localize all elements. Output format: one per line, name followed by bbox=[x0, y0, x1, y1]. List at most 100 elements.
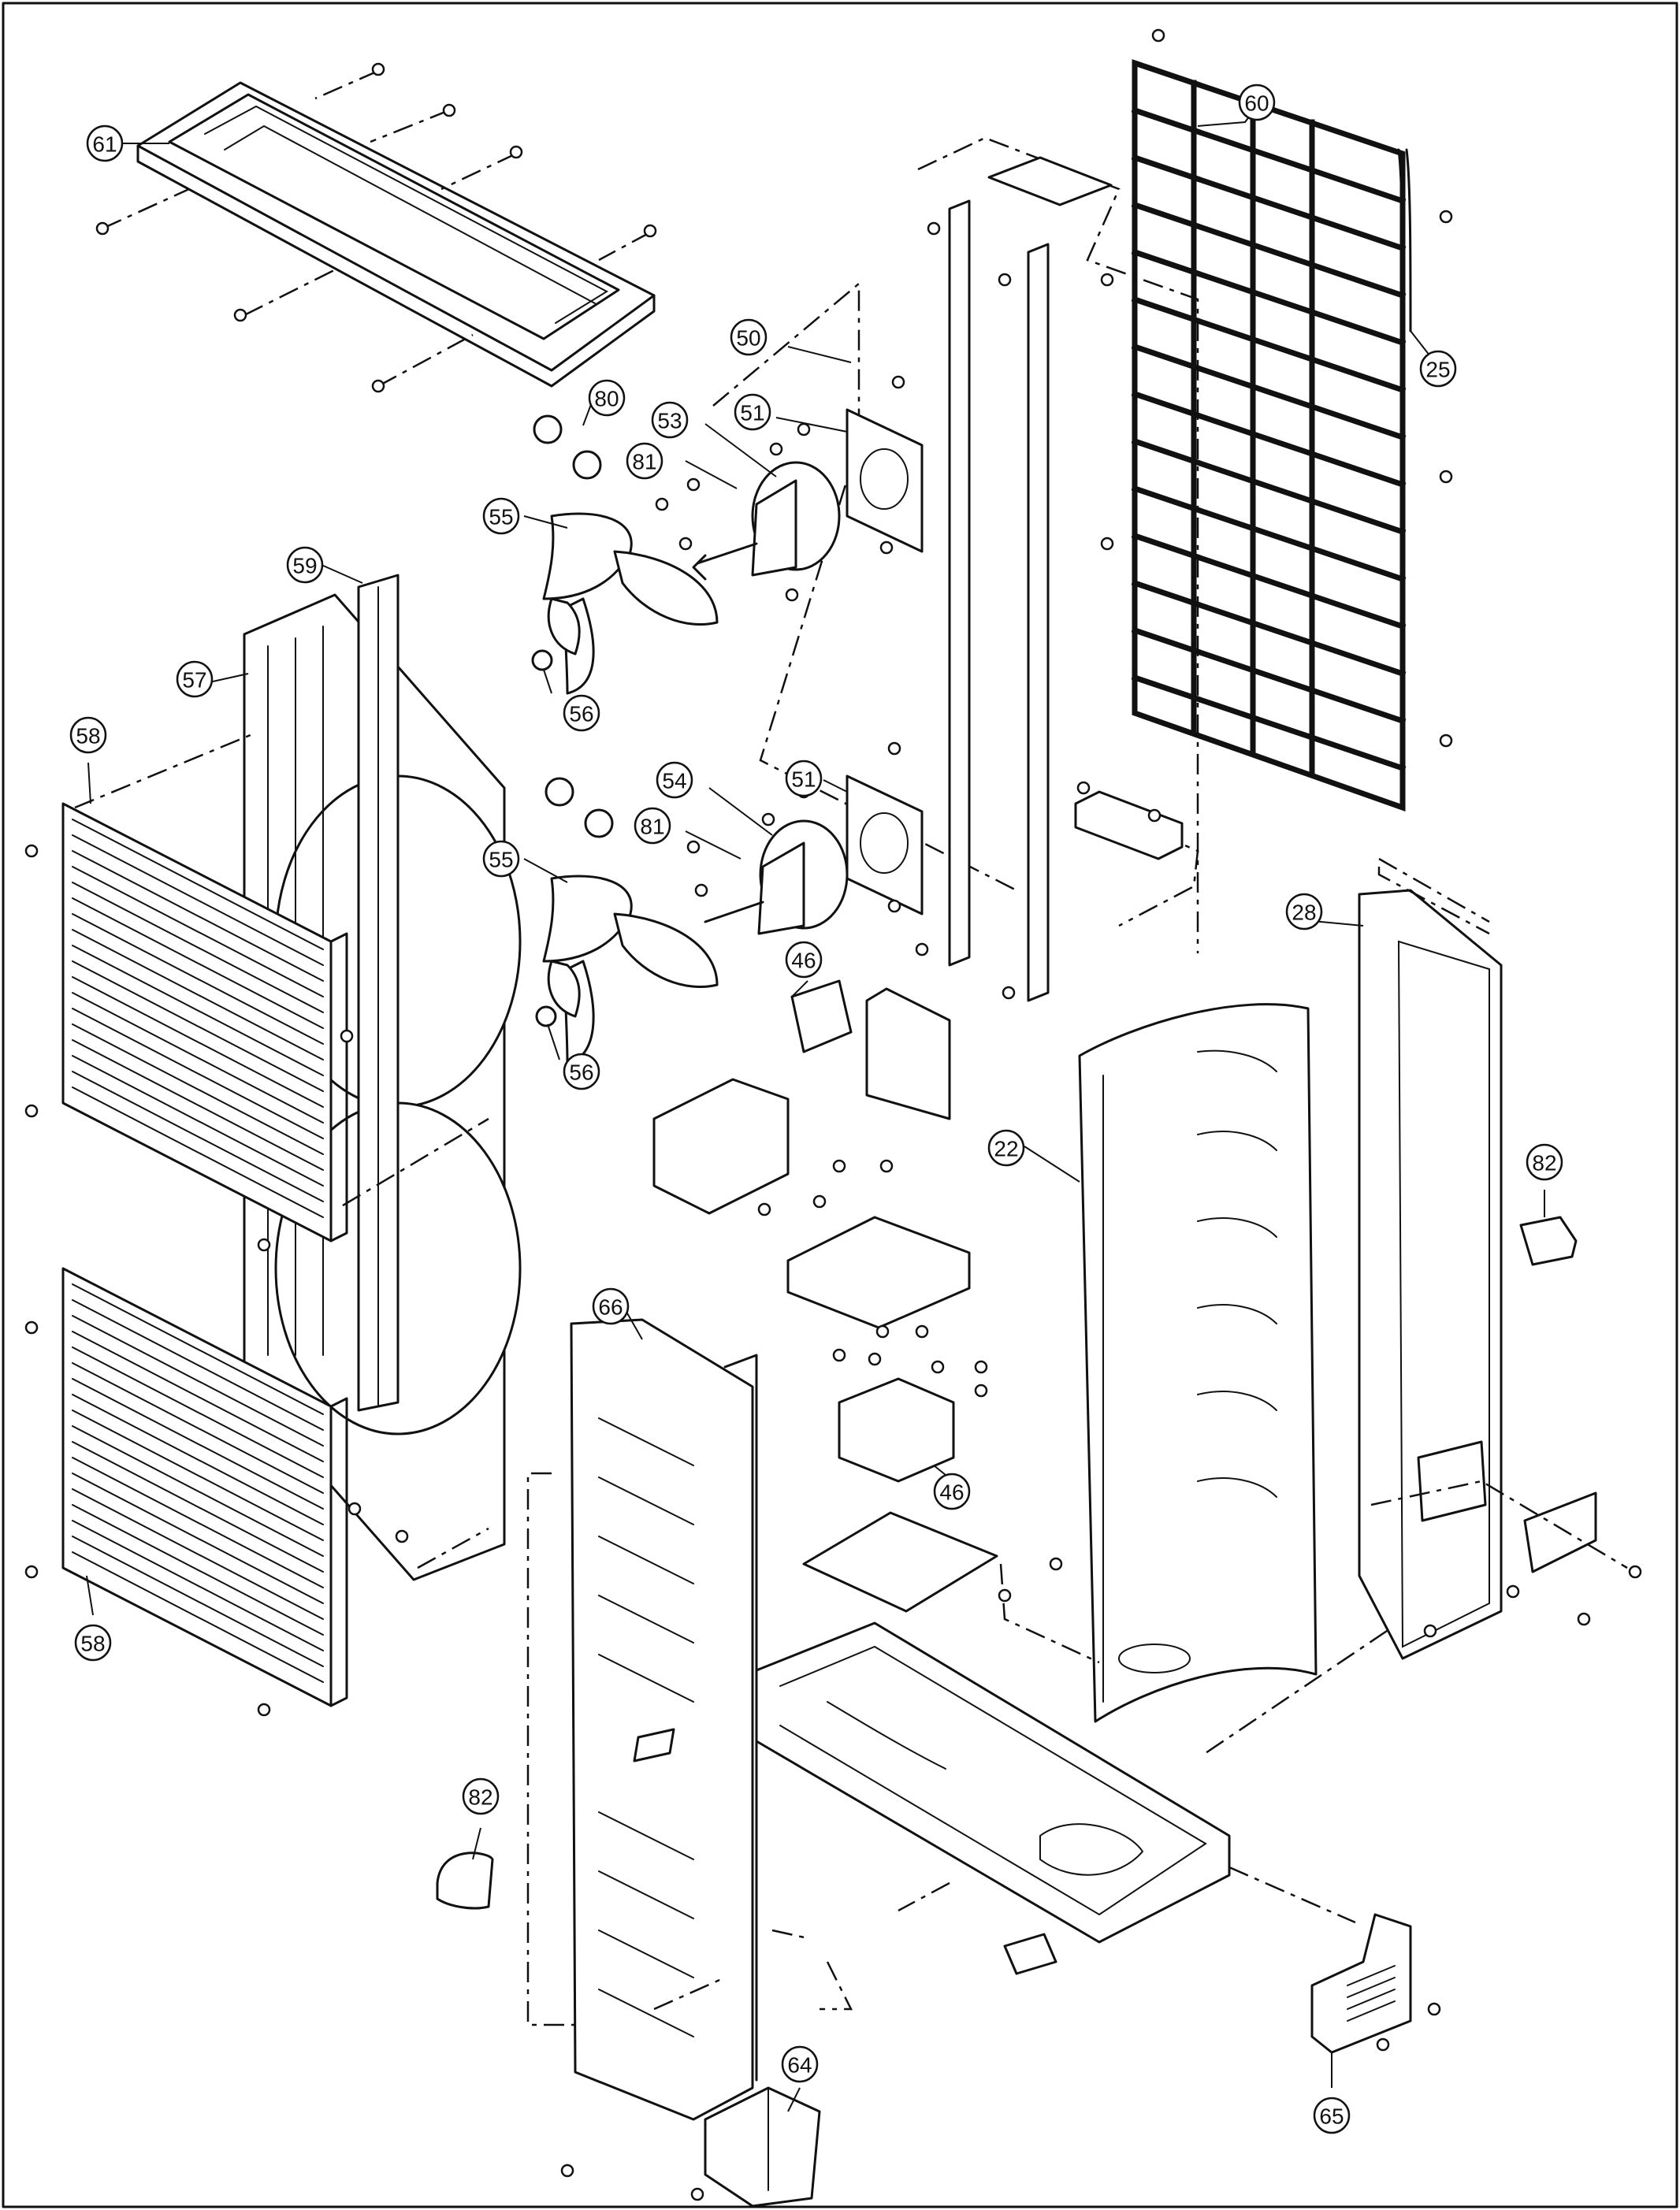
callout-circle bbox=[656, 761, 693, 799]
callout-number: 46 bbox=[939, 1480, 964, 1505]
callout-number: 61 bbox=[92, 132, 117, 157]
assembly-lines bbox=[74, 731, 1628, 2026]
callout-55: 55 bbox=[482, 840, 520, 878]
callout-64: 64 bbox=[781, 2045, 819, 2083]
callout-51: 51 bbox=[785, 760, 823, 797]
callout-circle bbox=[86, 124, 124, 162]
callout-circle bbox=[1238, 84, 1276, 121]
callout-number: 60 bbox=[1244, 91, 1269, 116]
callout-58: 58 bbox=[74, 1624, 112, 1662]
callout-60: 60 bbox=[1238, 84, 1276, 121]
propeller-fan-upper bbox=[542, 512, 719, 695]
callout-circle bbox=[781, 2045, 819, 2083]
callout-circle bbox=[734, 393, 771, 431]
callout-25: 25 bbox=[1419, 350, 1457, 388]
callout-number: 80 bbox=[594, 387, 619, 411]
callout-number: 51 bbox=[791, 767, 816, 792]
callout-leaders bbox=[86, 106, 1545, 2112]
callout-number: 51 bbox=[740, 401, 764, 425]
callout-81: 81 bbox=[634, 807, 671, 845]
service-panel-part bbox=[436, 1318, 758, 2121]
callout-circle bbox=[785, 941, 823, 979]
callout-61: 61 bbox=[86, 124, 124, 162]
callout-circle bbox=[482, 840, 520, 878]
callout-circle bbox=[462, 1777, 500, 1815]
fan-nut-parts bbox=[531, 649, 557, 1027]
callout-50: 50 bbox=[730, 318, 768, 356]
callout-circle bbox=[1419, 350, 1457, 388]
callout-51: 51 bbox=[734, 393, 771, 431]
callout-circle bbox=[1285, 893, 1323, 930]
callout-circle bbox=[588, 379, 626, 417]
callout-circle bbox=[933, 1473, 971, 1510]
callout-81: 81 bbox=[626, 442, 663, 480]
callout-number: 58 bbox=[76, 724, 100, 748]
callout-circle bbox=[592, 1287, 630, 1325]
callout-circle bbox=[1313, 2097, 1351, 2134]
callout-circle bbox=[286, 546, 324, 584]
callout-66: 66 bbox=[592, 1287, 630, 1325]
part-callouts: 61 60 25 50 80 53 51 81 55 59 57 56 58 51 54 81 55 28 46 56… bbox=[69, 84, 1563, 2134]
callout-82: 82 bbox=[462, 1777, 500, 1815]
callout-number: 55 bbox=[489, 505, 513, 529]
callout-circle bbox=[1526, 1143, 1563, 1181]
callout-circle bbox=[987, 1129, 1025, 1167]
callout-number: 64 bbox=[787, 2053, 812, 2078]
base-pan-part bbox=[755, 1621, 1231, 1975]
callout-number: 66 bbox=[598, 1295, 623, 1320]
callout-circle bbox=[482, 497, 520, 535]
callout-number: 57 bbox=[182, 668, 206, 693]
callout-number: 50 bbox=[736, 326, 760, 351]
callout-circle bbox=[74, 1624, 112, 1662]
callout-59: 59 bbox=[286, 546, 324, 584]
rubber-mount-parts bbox=[533, 414, 614, 838]
motor-support-part bbox=[712, 136, 1199, 1002]
callout-number: 25 bbox=[1425, 358, 1450, 382]
corner-cover-part bbox=[704, 2086, 821, 2208]
callout-number: 54 bbox=[662, 769, 686, 793]
callout-56: 56 bbox=[563, 1053, 600, 1090]
front-grille-upper bbox=[61, 802, 348, 1242]
callout-circle bbox=[634, 807, 671, 845]
rear-panel-part bbox=[1358, 889, 1597, 1660]
callout-number: 46 bbox=[791, 949, 816, 973]
side-panel-part bbox=[1078, 1003, 1318, 1723]
callout-circle bbox=[785, 760, 823, 797]
callout-82: 82 bbox=[1526, 1143, 1563, 1181]
callout-57: 57 bbox=[176, 660, 214, 698]
front-grille-lower bbox=[61, 1267, 348, 1707]
callout-number: 81 bbox=[632, 450, 656, 474]
callout-number: 55 bbox=[489, 848, 513, 872]
top-cover-part bbox=[102, 69, 656, 388]
callout-circle bbox=[651, 401, 689, 439]
callout-number: 58 bbox=[80, 1632, 105, 1656]
callout-circle bbox=[563, 1053, 600, 1090]
callout-number: 22 bbox=[994, 1137, 1018, 1161]
callout-54: 54 bbox=[656, 761, 693, 799]
fan-motor-upper bbox=[692, 461, 841, 581]
callout-circle bbox=[563, 694, 600, 732]
callout-circle bbox=[176, 660, 214, 698]
propeller-fan-lower bbox=[542, 875, 719, 1065]
fan-motor-lower bbox=[704, 819, 849, 935]
callout-circle bbox=[730, 318, 768, 356]
valve-cover-part bbox=[1310, 1913, 1412, 2054]
callout-80: 80 bbox=[588, 379, 626, 417]
callout-number: 82 bbox=[1532, 1151, 1556, 1176]
callout-number: 28 bbox=[1292, 901, 1316, 925]
callout-58: 58 bbox=[69, 716, 107, 754]
callout-number: 56 bbox=[569, 1060, 593, 1085]
callout-number: 82 bbox=[468, 1785, 492, 1810]
callout-46: 46 bbox=[785, 941, 823, 979]
callout-53: 53 bbox=[651, 401, 689, 439]
callout-number: 56 bbox=[569, 702, 593, 726]
callout-22: 22 bbox=[987, 1129, 1025, 1167]
callout-number: 65 bbox=[1319, 2104, 1344, 2129]
callout-circle bbox=[69, 716, 107, 754]
rear-grille-part bbox=[1131, 59, 1412, 812]
callout-number: 59 bbox=[292, 554, 317, 578]
callout-number: 81 bbox=[640, 815, 664, 839]
electrical-box-parts bbox=[652, 979, 998, 1613]
